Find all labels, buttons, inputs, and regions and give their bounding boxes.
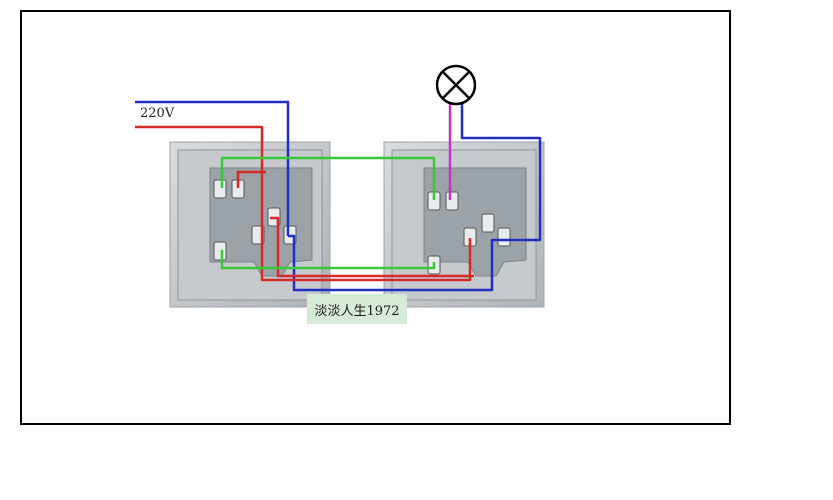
- traveller-wire-2: [220, 250, 436, 270]
- neutral-wire-link: [288, 100, 542, 292]
- left-socket: [169, 141, 331, 308]
- watermark-label: 淡淡人生1972: [307, 294, 407, 324]
- left-socket-post: [213, 179, 227, 199]
- supply-voltage-label: 220V: [140, 106, 175, 121]
- right-socket-post: [497, 227, 511, 247]
- diagram-frame: [20, 10, 731, 425]
- live-wire-link: [260, 236, 472, 282]
- right-socket-post: [481, 213, 495, 233]
- live-wire: [135, 125, 264, 236]
- lamp-icon: [435, 64, 477, 106]
- left-socket-post: [213, 241, 227, 261]
- right-socket: [383, 141, 545, 308]
- traveller-wire-1: [220, 156, 436, 200]
- live-wire-short: [236, 170, 266, 188]
- right-socket-post: [445, 191, 459, 211]
- neutral-wire: [135, 100, 290, 236]
- live-wire-link-2: [270, 216, 474, 278]
